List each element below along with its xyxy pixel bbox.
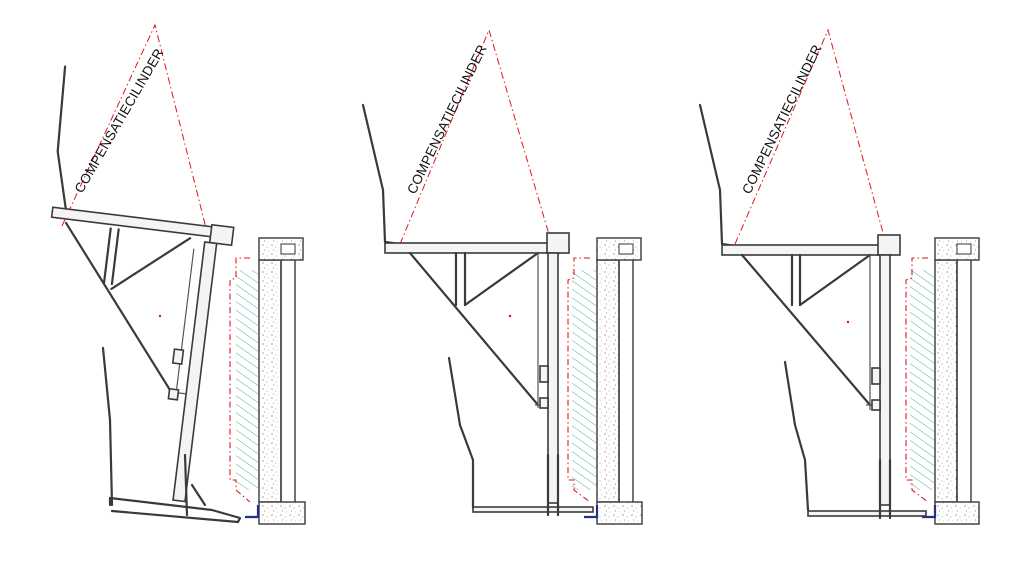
- cylinder-label-right: COMPENSATIECILINDER: [739, 42, 824, 196]
- wall-middle: [567, 237, 643, 525]
- lower-platform-middle: [447, 356, 594, 517]
- lower-platform-right: [783, 360, 927, 520]
- panel-middle: COMPENSATIECILINDER: [361, 28, 643, 525]
- panel-left: COMPENSATIECILINDER: [50, 23, 306, 525]
- cylinder-label-middle: COMPENSATIECILINDER: [404, 42, 489, 196]
- wall-right: [905, 237, 980, 525]
- wall-left: [229, 237, 306, 525]
- compensation-cylinder-middle: [399, 28, 551, 318]
- compensation-cylinder-right: [734, 28, 886, 324]
- compensation-cylinder-left: [61, 23, 208, 318]
- cylinder-label-left: COMPENSATIECILINDER: [72, 46, 167, 196]
- lower-platform-left: [101, 346, 242, 524]
- panel-right: COMPENSATIECILINDER: [698, 28, 980, 525]
- bracket-middle: [361, 103, 570, 504]
- bracket-left: [50, 65, 235, 503]
- bracket-right: [698, 103, 901, 506]
